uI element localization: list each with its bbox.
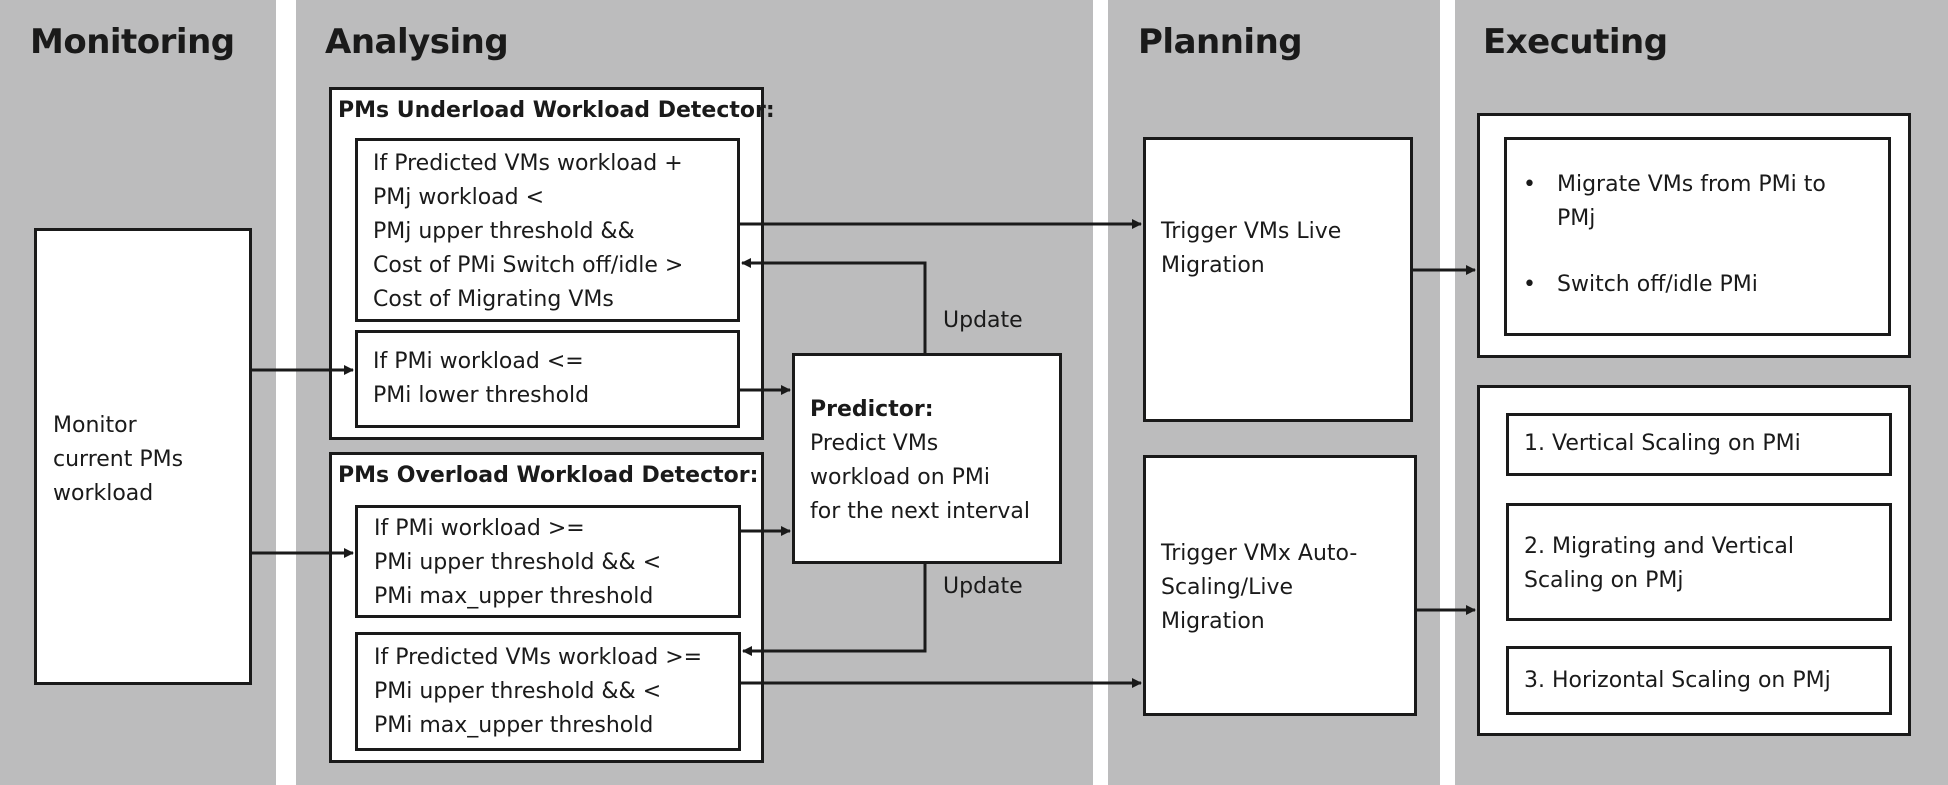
underload-condition-2: If PMi workload <= PMi lower threshold bbox=[355, 330, 740, 428]
migration-actions-inner: • Migrate VMs from PMi to PMj • Switch o… bbox=[1504, 137, 1891, 336]
overload-detector-title: PMs Overload Workload Detector: bbox=[338, 463, 759, 488]
underload-detector-title: PMs Underload Workload Detector: bbox=[338, 98, 775, 123]
scaling-option-1: 1. Vertical Scaling on PMi bbox=[1506, 413, 1892, 476]
monitor-box: Monitor current PMs workload bbox=[34, 228, 252, 685]
predictor-box: Predictor: Predict VMs workload on PMi f… bbox=[792, 353, 1062, 564]
arrow-predictor-update-bottom bbox=[742, 564, 927, 656]
monitor-text: Monitor current PMs workload bbox=[53, 413, 184, 506]
predictor-title: Predictor: bbox=[810, 397, 934, 422]
scaling-option-3: 3. Horizontal Scaling on PMj bbox=[1506, 646, 1892, 715]
monitoring-title: Monitoring bbox=[30, 22, 235, 62]
update-label-top: Update bbox=[943, 308, 1023, 333]
overload-condition-1: If PMi workload >= PMi upper threshold &… bbox=[355, 505, 741, 618]
arrow-predictor-update-top bbox=[741, 258, 927, 353]
executing-title: Executing bbox=[1483, 22, 1668, 62]
bullet-icon: • bbox=[1523, 272, 1536, 297]
switch-off-action: Switch off/idle PMi bbox=[1557, 272, 1758, 297]
scaling-option-2: 2. Migrating and Vertical Scaling on PMj bbox=[1506, 503, 1892, 621]
bullet-icon: • bbox=[1523, 172, 1536, 197]
trigger-live-migration-box: Trigger VMs Live Migration bbox=[1143, 137, 1413, 422]
analysing-title: Analysing bbox=[325, 22, 509, 62]
predictor-body: Predict VMs workload on PMi for the next… bbox=[810, 431, 1030, 524]
underload-condition-1: If Predicted VMs workload + PMj workload… bbox=[355, 138, 740, 322]
trigger-auto-scaling-box: Trigger VMx Auto- Scaling/Live Migration bbox=[1143, 455, 1417, 716]
update-label-bottom: Update bbox=[943, 574, 1023, 599]
migrate-action: Migrate VMs from PMi to PMj bbox=[1557, 172, 1826, 231]
planning-title: Planning bbox=[1138, 22, 1303, 62]
overload-condition-2: If Predicted VMs workload >= PMi upper t… bbox=[355, 632, 741, 751]
